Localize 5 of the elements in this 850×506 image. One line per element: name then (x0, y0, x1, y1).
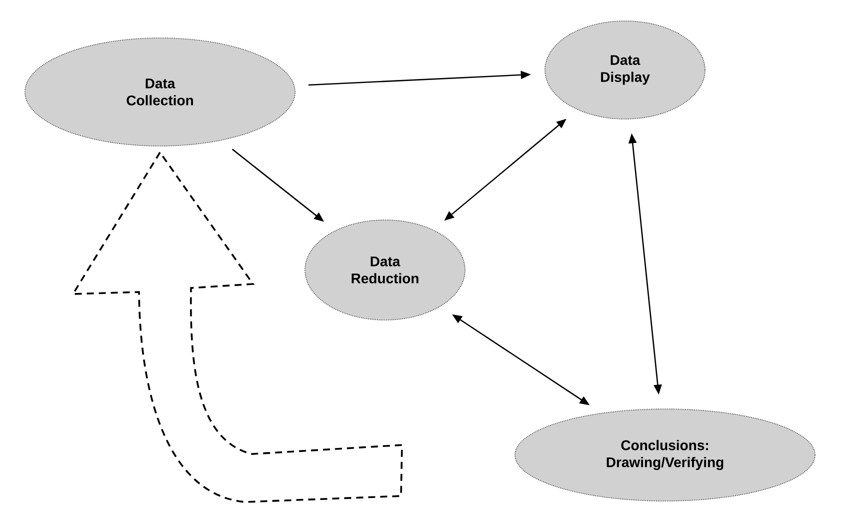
block-arrow (72, 152, 403, 503)
ellipse-node: Conclusions: Drawing/Verifying (514, 408, 816, 502)
ellipse-node: Data Collection (24, 38, 296, 146)
ellipse-node: Data Reduction (304, 220, 466, 320)
ellipse-node: Data Display (544, 20, 706, 120)
